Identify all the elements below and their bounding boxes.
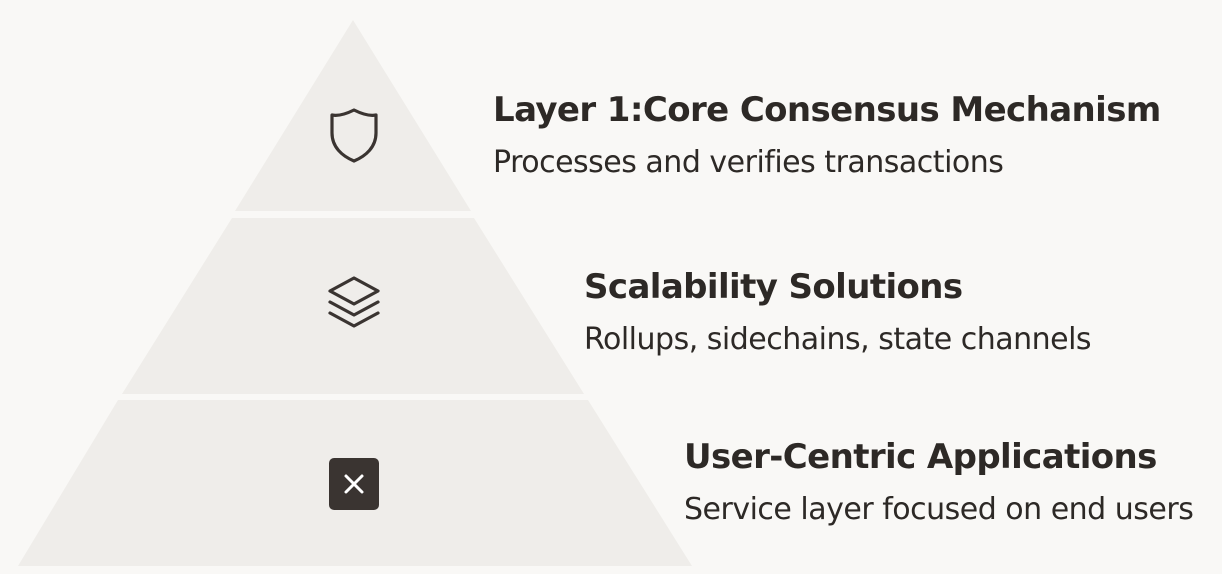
tier-3-text: User-Centric Applications Service layer … xyxy=(684,437,1194,529)
pyramid-tier-top xyxy=(235,20,471,211)
tier-1-text: Layer 1:Core Consensus Mechanism Process… xyxy=(493,90,1161,182)
tier-2-text: Scalability Solutions Rollups, sidechain… xyxy=(584,267,1092,359)
tier-1-description: Processes and verifies transactions xyxy=(493,145,1004,180)
tier-1-title: Layer 1:Core Consensus Mechanism xyxy=(493,90,1161,130)
x-box-icon xyxy=(326,456,382,512)
tier-2-description: Rollups, sidechains, state channels xyxy=(584,322,1092,357)
x-box xyxy=(329,458,379,510)
tier-3-description: Service layer focused on end users xyxy=(684,492,1194,527)
tier-2-title: Scalability Solutions xyxy=(584,267,963,307)
pyramid-tier-middle xyxy=(122,218,584,394)
layers-icon xyxy=(326,276,382,333)
tier-3-title: User-Centric Applications xyxy=(684,437,1157,477)
shield-icon xyxy=(326,107,382,163)
